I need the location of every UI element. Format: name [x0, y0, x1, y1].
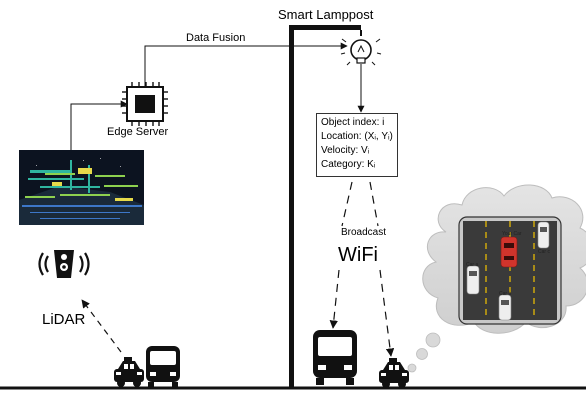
- car-b-label: Car b: [499, 291, 512, 297]
- taxi-icon: [379, 358, 409, 388]
- data-fusion-label: Data Fusion: [186, 32, 246, 44]
- lidar-label: LiDAR: [42, 311, 86, 328]
- road-map: [458, 216, 562, 325]
- bus-icon: [146, 346, 180, 387]
- pointcloud-to-server-arrow: [70, 100, 128, 150]
- broadcast-line-right: [369, 181, 379, 227]
- broadcast-arrow-to-bus: [329, 269, 340, 329]
- lamppost: [289, 25, 362, 388]
- edge-server-chip-icon: [122, 82, 168, 126]
- broadcast-arrow-to-taxi: [379, 269, 395, 357]
- taxi-icon: [114, 357, 144, 387]
- wifi-label: WiFi: [338, 244, 378, 266]
- category-text: Category: Kᵢ: [321, 159, 376, 170]
- car-b-icon: [498, 294, 512, 321]
- broadcast-line-left: [341, 181, 353, 227]
- car-a-label: Car a: [466, 262, 479, 268]
- location-text: Location: (Xᵢ, Yᵢ): [321, 131, 393, 142]
- light-bulb-icon: [340, 38, 382, 66]
- broadcast-label: Broadcast: [341, 227, 387, 238]
- thought-bubble-trail: [407, 332, 441, 373]
- car-c-icon: [537, 221, 550, 249]
- car-c-label: Car c: [538, 249, 550, 255]
- data-fusion-arrow: [144, 42, 348, 87]
- velocity-text: Velocity: Vᵢ: [321, 145, 370, 156]
- bus-icon: [313, 330, 357, 385]
- lidar-point-cloud-image: [19, 150, 144, 225]
- diagram-title: Smart Lamppost: [278, 7, 374, 22]
- lidar-sensor-icon: [38, 250, 90, 278]
- car-a-icon: [466, 265, 480, 295]
- edge-server-label: Edge Server: [107, 126, 169, 138]
- object-index-text: Object index: i: [321, 117, 385, 128]
- your-car-label: Your Car: [502, 231, 522, 237]
- vehicle-to-lidar-arrow: [81, 299, 122, 353]
- your-car-icon: [500, 236, 518, 268]
- object-info-box: Object index: i Location: (Xᵢ, Yᵢ) Veloc…: [316, 113, 398, 177]
